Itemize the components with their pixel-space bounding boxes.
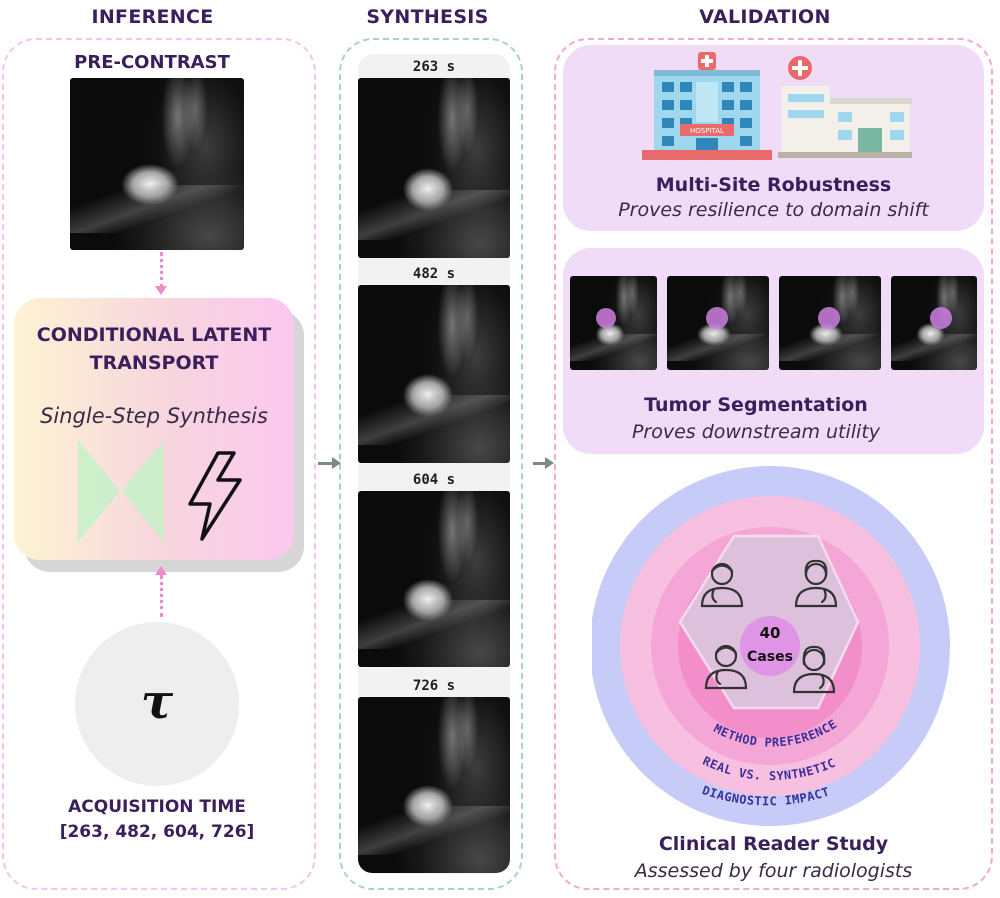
reader-study-diagram: 40 Cases METHOD PREFERENCE REAL VS. SYNT…	[592, 466, 950, 826]
acquisition-time-values: [263, 482, 604, 726]	[59, 822, 255, 842]
case-count-label: Cases	[747, 649, 793, 665]
synthesized-image-263	[358, 78, 510, 258]
hourglass-network-icon	[78, 440, 164, 542]
tumor-mask-2	[706, 307, 728, 329]
model-title-line2: TRANSPORT	[89, 352, 219, 374]
acquisition-time-label: ACQUISITION TIME	[68, 797, 246, 817]
validation-panel	[554, 38, 993, 890]
pre-contrast-label: PRE-CONTRAST	[74, 52, 230, 73]
arrow-synthesis-to-validation	[533, 457, 554, 469]
arrowhead-down	[155, 286, 167, 295]
arrow-inference-to-synthesis	[318, 457, 341, 469]
tumor-mask-4	[930, 307, 952, 329]
multisite-title: Multi-Site Robustness	[655, 174, 892, 196]
inference-title: INFERENCE	[91, 6, 214, 28]
time-label-263: 263 s	[412, 59, 456, 75]
clinic-icon	[778, 56, 912, 158]
tumor-mask-3	[818, 307, 840, 329]
dotted-connector-bottom	[160, 575, 163, 617]
pre-contrast-image	[70, 78, 244, 250]
case-count: 40	[760, 624, 781, 642]
segmentation-subtitle: Proves downstream utility	[631, 421, 881, 443]
tau-symbol: τ	[140, 674, 174, 730]
synthesis-title: SYNTHESIS	[366, 6, 489, 28]
segmentation-title: Tumor Segmentation	[644, 394, 868, 416]
time-label-604: 604 s	[412, 472, 456, 488]
radiologist-icons	[700, 559, 838, 694]
hospital-icon: HOSPITAL	[642, 52, 772, 160]
inference-panel	[2, 38, 316, 890]
reader-study-title: Clinical Reader Study	[658, 833, 889, 855]
time-label-482: 482 s	[412, 266, 456, 282]
synthesized-image-726	[358, 697, 510, 873]
tumor-mask-1	[596, 308, 616, 328]
synthesized-image-482	[358, 285, 510, 463]
dotted-connector-top	[160, 252, 163, 288]
time-label-726: 726 s	[412, 678, 456, 694]
hospital-sign: HOSPITAL	[690, 127, 724, 135]
multisite-card	[563, 45, 984, 231]
tau-circle	[75, 622, 239, 786]
model-subtitle: Single-Step Synthesis	[40, 404, 268, 428]
lightning-icon	[188, 451, 242, 541]
arrowhead-up	[155, 566, 167, 575]
validation-title: VALIDATION	[699, 6, 831, 28]
synthesized-image-604	[358, 491, 510, 667]
reader-study-subtitle: Assessed by four radiologists	[634, 860, 913, 882]
multisite-subtitle: Proves resilience to domain shift	[618, 199, 929, 221]
model-title-line1: CONDITIONAL LATENT	[36, 324, 272, 346]
